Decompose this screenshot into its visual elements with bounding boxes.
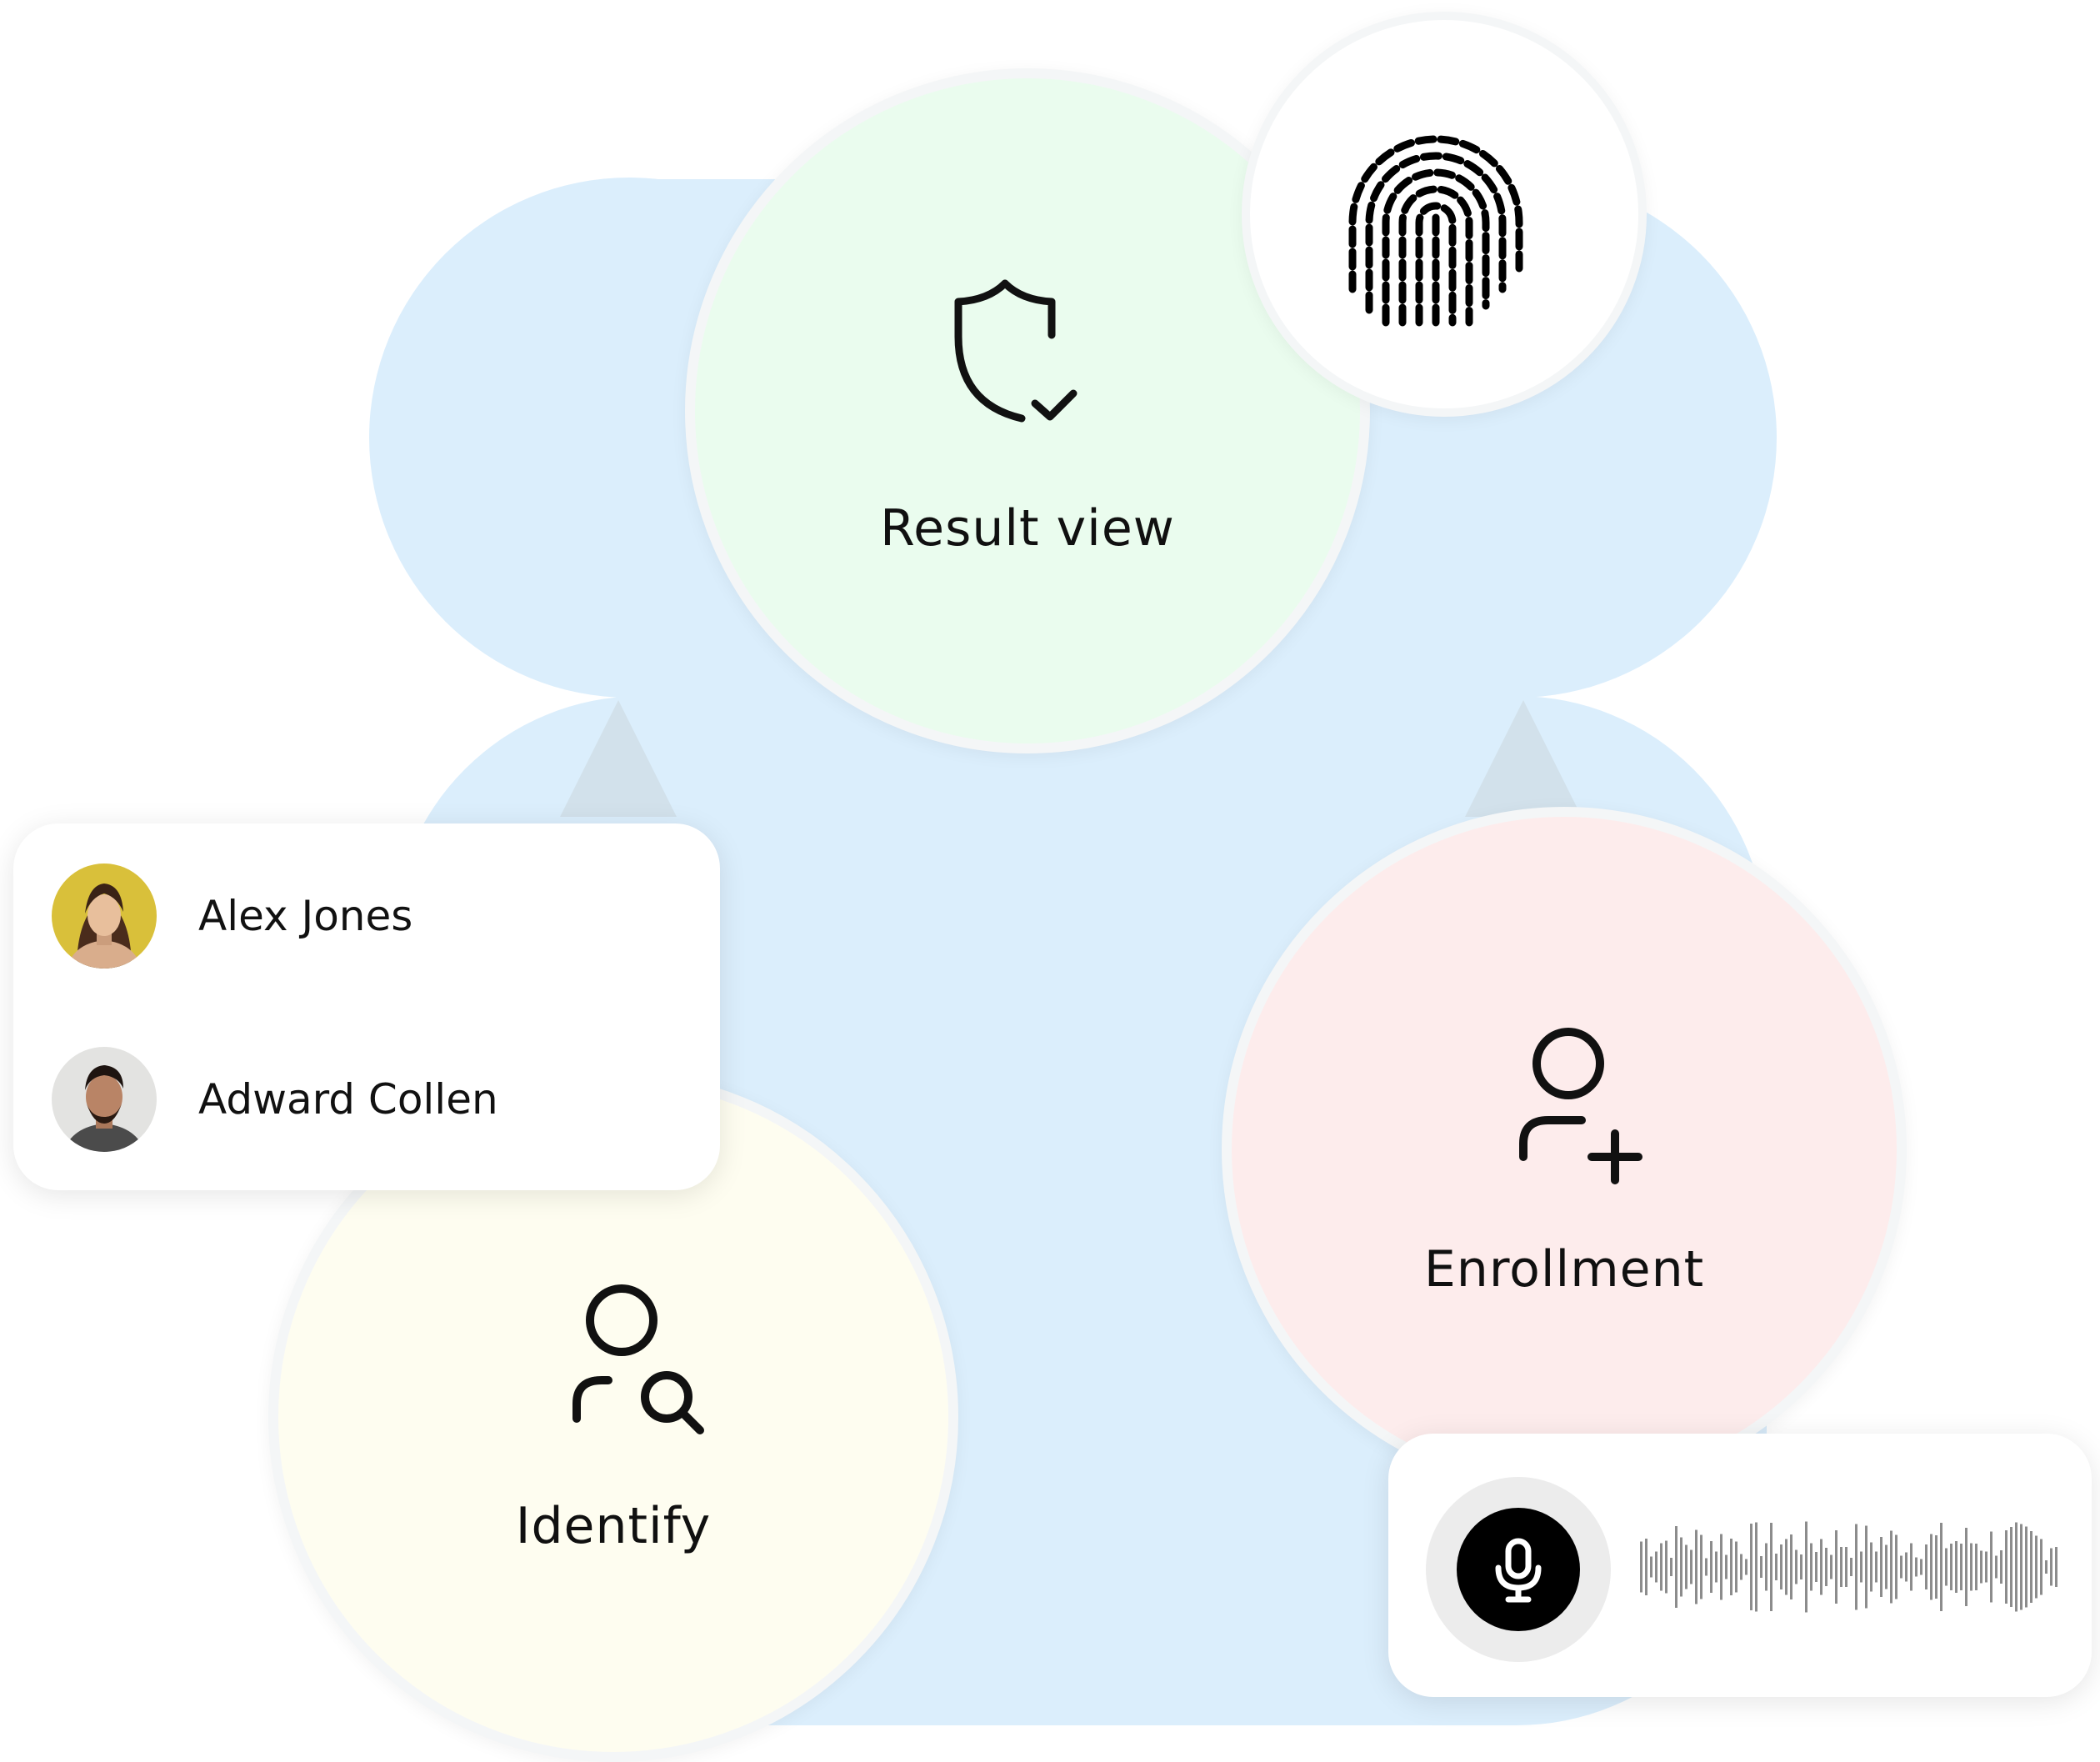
shield-check-icon — [954, 279, 1078, 423]
enrollment-label: Enrollment — [1423, 1240, 1705, 1299]
person-name: Alex Jones — [198, 892, 413, 940]
voice-card — [1388, 1434, 2092, 1697]
avatar-man — [52, 1047, 157, 1152]
avatar-woman — [52, 863, 157, 969]
fingerprint-icon — [1348, 135, 1523, 327]
user-search-icon — [572, 1284, 704, 1434]
mic-button[interactable] — [1426, 1477, 1611, 1662]
identify-label: Identify — [515, 1497, 712, 1555]
user-plus-icon — [1519, 1028, 1642, 1184]
person-row-adward-collen[interactable]: Adward Collen — [13, 1047, 720, 1155]
fingerprint-node[interactable] — [1242, 12, 1647, 417]
people-card: Alex Jones Adward Collen — [13, 823, 720, 1190]
person-name: Adward Collen — [198, 1075, 498, 1124]
audio-waveform-icon — [1640, 1521, 2058, 1613]
person-row-alex-jones[interactable]: Alex Jones — [13, 863, 720, 972]
result-view-node[interactable]: Result view — [685, 68, 1370, 753]
result-view-label: Result view — [880, 499, 1175, 558]
microphone-icon — [1495, 1538, 1542, 1603]
enrollment-node[interactable]: Enrollment — [1222, 807, 1907, 1492]
